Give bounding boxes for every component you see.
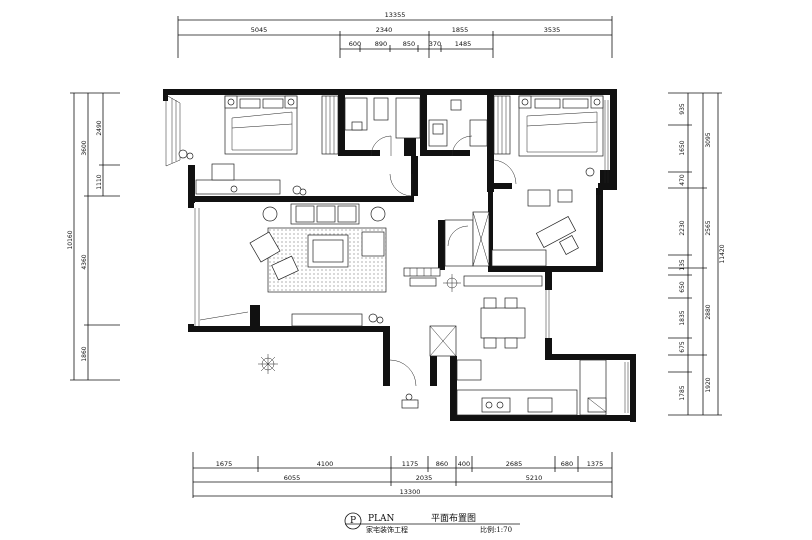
right-dim-1: 2565 (705, 220, 712, 235)
top-sub-1: 890 (375, 40, 387, 48)
bathrooms (321, 95, 511, 157)
right-sub-2: 470 (679, 174, 686, 186)
title-plan-cn: 平面布置图 (431, 512, 476, 524)
bottom-dim-4: 400 (458, 460, 470, 468)
compass-symbol (258, 274, 461, 374)
top-sub-3: 370 (429, 40, 441, 48)
master-bedroom (178, 95, 307, 196)
right-sub-4: 135 (679, 259, 686, 271)
bottom-dim-7: 1375 (587, 460, 604, 468)
right-outer-dim: 11420 (719, 244, 726, 263)
top-sub-2: 850 (403, 40, 415, 48)
living-room (199, 203, 387, 327)
left-dim-0: 3600 (81, 140, 88, 155)
second-bedroom (493, 95, 604, 185)
bottom-dimension-lines (192, 452, 613, 498)
top-sub-4: 1485 (455, 40, 472, 48)
left-sub-1: 1110 (96, 174, 103, 189)
right-sub-7: 675 (679, 341, 686, 353)
bottom-total-dim: 13300 (400, 488, 421, 496)
bottom-dim-1: 4100 (317, 460, 334, 468)
bottom-mid-0: 6055 (284, 474, 301, 482)
top-total-dim: 13355 (385, 11, 406, 19)
title-scale: 比例:1:70 (480, 525, 512, 534)
top-dimension-lines (177, 16, 613, 58)
bottom-dim-3: 860 (436, 460, 448, 468)
top-dim-2: 1855 (452, 26, 469, 34)
bottom-dim-0: 1675 (216, 460, 233, 468)
study-room (444, 189, 579, 267)
right-sub-5: 650 (679, 281, 686, 293)
right-sub-3: 2230 (679, 220, 686, 235)
right-dim-0: 3095 (705, 132, 712, 147)
top-dim-0: 5045 (251, 26, 268, 34)
bottom-dim-6: 680 (561, 460, 573, 468)
dining-entry (389, 173, 543, 409)
title-subtitle: 家宅装饰工程 (366, 525, 408, 534)
title-plan-en: PLAN (368, 514, 395, 524)
top-dim-1: 2340 (376, 26, 393, 34)
walls (163, 89, 636, 422)
right-sub-1: 1650 (679, 140, 686, 155)
windows (165, 94, 629, 413)
left-sub-0: 2490 (96, 120, 103, 135)
kitchen (456, 359, 607, 416)
right-sub-8: 1785 (679, 385, 686, 400)
title-block (344, 512, 520, 530)
right-sub-0: 935 (679, 103, 686, 115)
bottom-dim-2: 1175 (402, 460, 419, 468)
bottom-dim-5: 2685 (506, 460, 523, 468)
right-dimension-lines (668, 92, 722, 416)
right-dim-2: 2880 (705, 304, 712, 319)
bottom-mid-2: 5210 (526, 474, 543, 482)
bottom-mid-1: 2035 (416, 474, 433, 482)
top-dim-3: 3535 (544, 26, 561, 34)
left-dim-2: 1860 (81, 346, 88, 361)
title-letter: P (350, 516, 356, 526)
left-dimension-lines (70, 92, 120, 381)
top-sub-0: 600 (349, 40, 361, 48)
right-dim-3: 1920 (705, 377, 712, 392)
left-dim-1: 4360 (81, 254, 88, 269)
right-sub-6: 1835 (679, 310, 686, 325)
left-outer-dim: 10160 (67, 230, 74, 249)
